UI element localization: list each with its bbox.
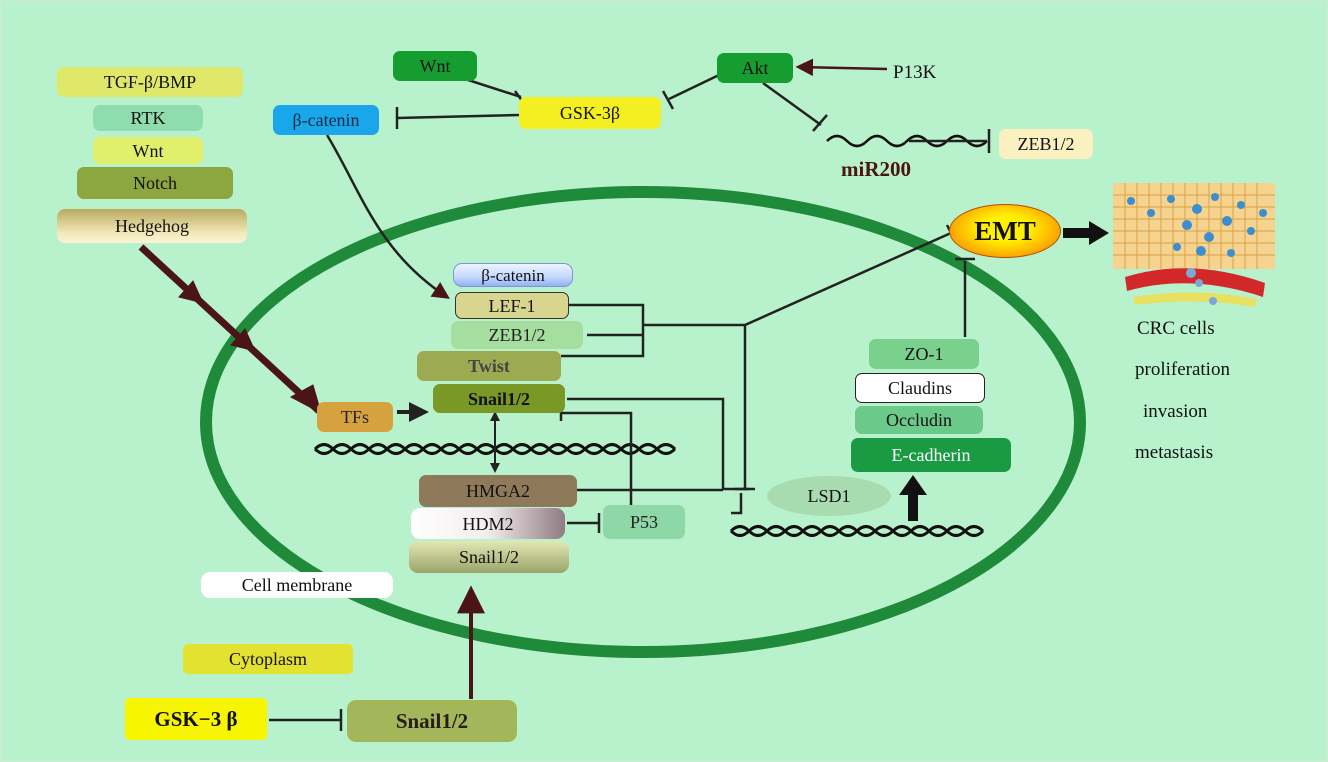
hedgehog-box: Hedgehog bbox=[57, 209, 247, 243]
betacatenin-translocation bbox=[325, 134, 450, 299]
cell-membrane-label: Cell membrane bbox=[201, 572, 393, 598]
wnt-signal-box: Wnt bbox=[93, 137, 203, 164]
p13k-label: P13K bbox=[893, 62, 937, 83]
dna-strand-right-2 bbox=[729, 525, 985, 537]
p13k-to-akt bbox=[795, 58, 888, 77]
akt-inhibits-gsk bbox=[661, 73, 720, 110]
gsk-inhibits-snail-bottom bbox=[269, 709, 343, 731]
snail-to-lsd1 bbox=[567, 397, 749, 515]
rtk-box: RTK bbox=[93, 105, 203, 131]
lef1-box: LEF-1 bbox=[455, 292, 569, 319]
nucleus-membrane bbox=[200, 186, 1086, 658]
hdm2-box: HDM2 bbox=[411, 508, 565, 539]
gsk3b-box: GSK-3β bbox=[519, 97, 661, 129]
outcome-metastasis: metastasis bbox=[1135, 442, 1214, 463]
mir200-inhibits-zeb bbox=[909, 129, 991, 153]
beta-catenin-cytoplasm-box: β-catenin bbox=[273, 105, 379, 135]
hdm2-inhibits-p53 bbox=[567, 513, 601, 533]
zeb-nucleus-box: ZEB1/2 bbox=[451, 321, 583, 349]
gsk-inhibits-betacatenin bbox=[395, 107, 520, 129]
cytoplasm-label: Cytoplasm bbox=[183, 644, 353, 674]
snail-lower-box: Snail1/2 bbox=[409, 541, 569, 573]
emt-ellipse: EMT bbox=[949, 204, 1061, 258]
outcome-proliferation: proliferation bbox=[1135, 359, 1230, 380]
wnt-inhibits-gsk bbox=[464, 77, 527, 106]
ecadherin-box: E-cadherin bbox=[851, 438, 1011, 472]
lsd1-box: LSD1 bbox=[767, 476, 891, 516]
ecadherin-expression-arrow bbox=[899, 475, 927, 521]
snail-bottom-box: Snail1/2 bbox=[347, 700, 517, 742]
beta-catenin-nucleus-box: β-catenin bbox=[453, 263, 573, 287]
emt-to-crc-arrow bbox=[1063, 221, 1109, 245]
occludin-box: Occludin bbox=[855, 406, 983, 434]
tf-bracket bbox=[561, 224, 957, 491]
twist-box: Twist bbox=[417, 351, 561, 381]
mir200-label: miR200 bbox=[841, 157, 911, 181]
outcome-crc-cells: CRC cells bbox=[1137, 318, 1215, 339]
p53-box: P53 bbox=[603, 505, 685, 539]
zo1-box: ZO-1 bbox=[869, 339, 979, 369]
notch-box: Notch bbox=[77, 167, 233, 199]
claudins-box: Claudins bbox=[855, 373, 985, 403]
tgf-bmp-box: TGF-β/BMP bbox=[57, 67, 243, 97]
zeb-cytoplasm-box: ZEB1/2 bbox=[999, 129, 1093, 159]
tfs-box: TFs bbox=[317, 402, 393, 432]
snail-nucleus-box: Snail1/2 bbox=[433, 384, 565, 413]
outcome-invasion: invasion bbox=[1143, 401, 1208, 422]
gsk3b-bottom-box: GSK−3 β bbox=[125, 698, 267, 740]
mir200-strand bbox=[826, 134, 988, 148]
hmga2-box: HMGA2 bbox=[419, 475, 577, 507]
wnt-box: Wnt bbox=[393, 51, 477, 81]
signal-arrow-to-tfs bbox=[138, 244, 322, 414]
akt-inhibits-mir200 bbox=[762, 81, 828, 132]
crc-tissue-illustration bbox=[1113, 183, 1275, 307]
akt-box: Akt bbox=[717, 53, 793, 83]
junction-inhibits-emt bbox=[955, 257, 975, 337]
